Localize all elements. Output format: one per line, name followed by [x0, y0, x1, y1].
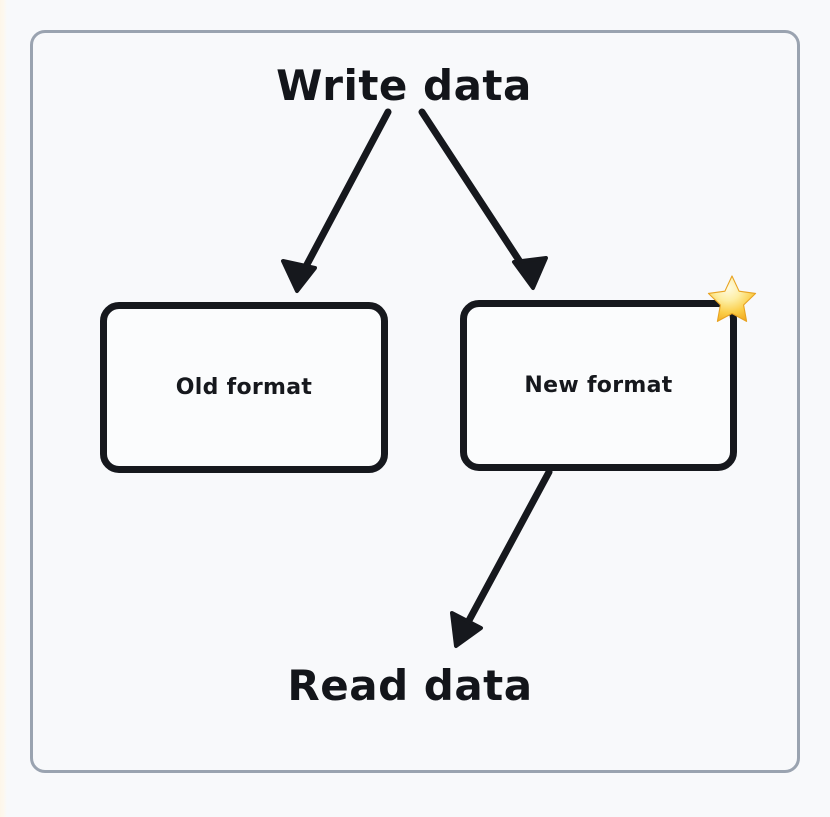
node-new-format-label: New format [524, 372, 673, 398]
node-old-format[interactable]: Old format [100, 302, 388, 473]
page-title-read-data: Read data [287, 661, 533, 710]
node-old-format-label: Old format [175, 374, 313, 400]
star-icon [707, 275, 757, 322]
diagram-frame [30, 30, 800, 773]
page-title-write-data: Write data [276, 61, 532, 110]
left-edge-strip [0, 0, 7, 817]
node-new-format[interactable]: New format [460, 300, 737, 471]
